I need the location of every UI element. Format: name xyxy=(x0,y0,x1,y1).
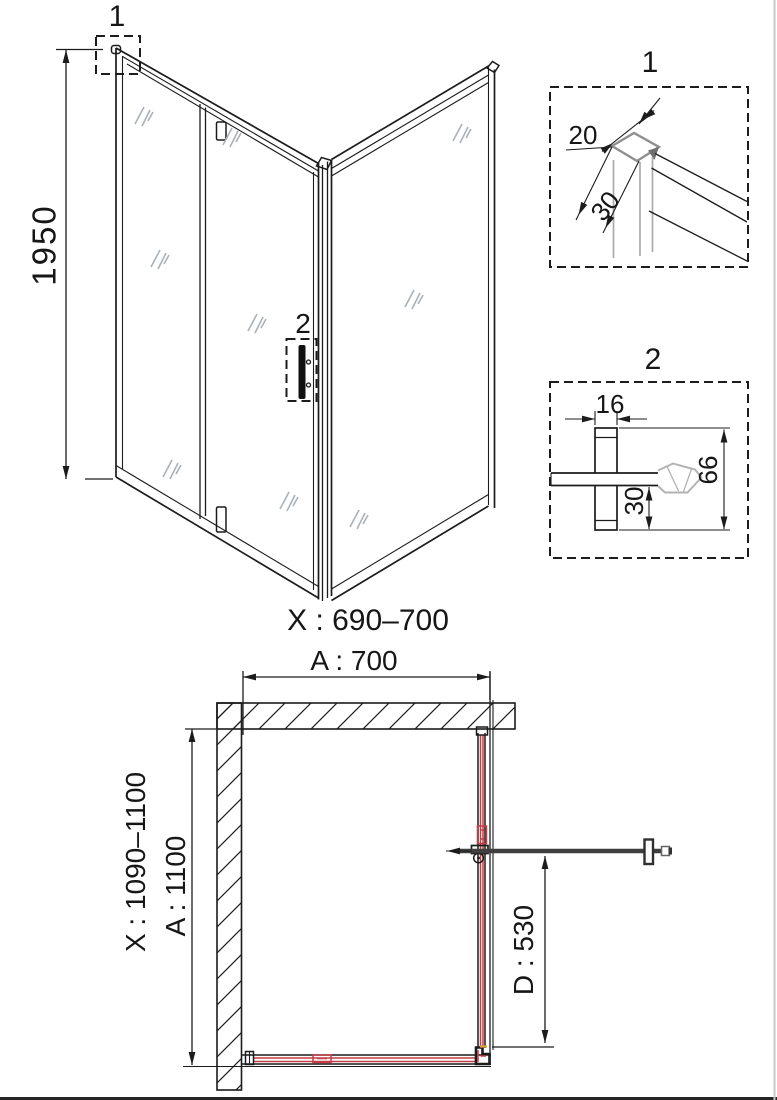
iso-view xyxy=(56,35,501,602)
detail2-dim-66: 66 xyxy=(693,455,723,485)
front-glass-edge xyxy=(475,672,494,1064)
detail2-label: 2 xyxy=(644,343,662,376)
side-glass-edge xyxy=(241,1045,491,1066)
dim-depth-1100 xyxy=(185,728,216,1065)
detail1-dim-20: 20 xyxy=(568,120,598,150)
detail2-dim-16: 16 xyxy=(595,389,625,419)
corner-post xyxy=(315,156,333,601)
detail1-box xyxy=(549,86,749,268)
detail2-box xyxy=(549,381,749,559)
detail-2 xyxy=(549,381,749,559)
detail2-callout-box xyxy=(285,338,318,402)
front-bottom-rail xyxy=(115,476,319,599)
door-mullion xyxy=(199,104,207,519)
dim-label-door-width: D : 530 xyxy=(508,904,539,996)
top-wall xyxy=(216,702,516,730)
door-hinge-bottom xyxy=(215,506,227,533)
side-panel xyxy=(331,60,501,602)
dim-height-1950 xyxy=(56,48,113,480)
iso-detail1-ref: 1 xyxy=(108,0,126,33)
detail1-label: 1 xyxy=(641,46,659,79)
left-wall xyxy=(216,702,243,1091)
dim-label-height: 1950 xyxy=(25,204,63,286)
iso-detail2-ref: 2 xyxy=(295,308,311,339)
dim-label-depth-range: X : 1090–1100 xyxy=(120,771,151,953)
dim-label-plan-width: A : 700 xyxy=(310,645,398,676)
detail2-dim-30: 30 xyxy=(619,486,649,516)
detail1-callout-box xyxy=(95,35,141,75)
dim-door-530 xyxy=(492,856,554,1048)
open-door-handle xyxy=(643,838,655,866)
profile-section xyxy=(609,131,662,163)
plan-view xyxy=(183,671,672,1091)
bottom-fitting xyxy=(312,1054,332,1064)
glass-section xyxy=(551,473,658,486)
door-hinge-top xyxy=(215,121,227,141)
open-door xyxy=(446,838,672,866)
door-hinge-plan xyxy=(476,825,488,845)
dim-label-width-range: X : 690–700 xyxy=(287,604,449,637)
corner-connector xyxy=(110,44,122,55)
detail-1 xyxy=(549,86,749,268)
dim-label-plan-depth: A : 1100 xyxy=(160,835,191,937)
door-handle xyxy=(298,345,312,399)
front-top-rail xyxy=(115,47,319,165)
